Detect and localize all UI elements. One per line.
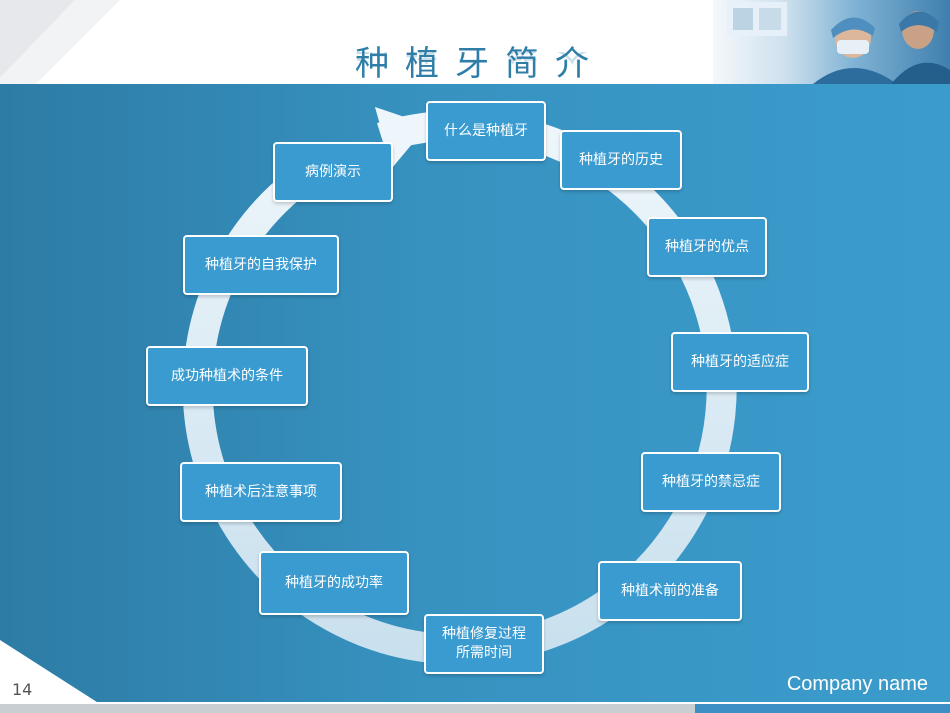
- node-label: 什么是种植牙: [444, 122, 528, 139]
- footer-bar: [0, 704, 950, 713]
- node-label: 种植牙的自我保护: [205, 256, 317, 273]
- node-restoration-time[interactable]: 种植修复过程所需时间: [424, 614, 544, 674]
- node-label: 种植牙的历史: [579, 151, 663, 168]
- node-label: 种植牙的成功率: [285, 574, 383, 591]
- node-label: 成功种植术的条件: [171, 367, 283, 384]
- surgeons-photo-art: [727, 2, 950, 84]
- node-label: 种植牙的适应症: [691, 353, 789, 370]
- node-contraindications[interactable]: 种植牙的禁忌症: [641, 452, 781, 512]
- surgeons-photo: [713, 0, 950, 84]
- bottom-left-corner-decoration: [0, 640, 100, 704]
- node-indications[interactable]: 种植牙的适应症: [671, 332, 809, 392]
- slide-title: 种植牙简介: [355, 44, 605, 84]
- company-name: Company name: [786, 673, 928, 695]
- node-label: 种植术后注意事项: [205, 483, 317, 500]
- node-what-is-implant[interactable]: 什么是种植牙: [426, 101, 546, 161]
- node-label: 种植牙的禁忌症: [662, 473, 760, 490]
- node-preparation[interactable]: 种植术前的准备: [598, 561, 742, 621]
- page-number: 14: [12, 680, 33, 699]
- node-success-rate[interactable]: 种植牙的成功率: [259, 551, 409, 615]
- node-label: 病例演示: [305, 163, 361, 180]
- node-post-op-notes[interactable]: 种植术后注意事项: [180, 462, 342, 522]
- node-advantages[interactable]: 种植牙的优点: [647, 217, 767, 277]
- node-case-demo[interactable]: 病例演示: [273, 142, 393, 202]
- footer-accent-bar: [695, 704, 950, 713]
- node-history[interactable]: 种植牙的历史: [560, 130, 682, 190]
- node-conditions[interactable]: 成功种植术的条件: [146, 346, 308, 406]
- node-label: 种植术前的准备: [621, 582, 719, 599]
- node-label: 种植修复过程所需时间: [442, 626, 526, 661]
- node-label: 种植牙的优点: [665, 238, 749, 255]
- node-self-care[interactable]: 种植牙的自我保护: [183, 235, 339, 295]
